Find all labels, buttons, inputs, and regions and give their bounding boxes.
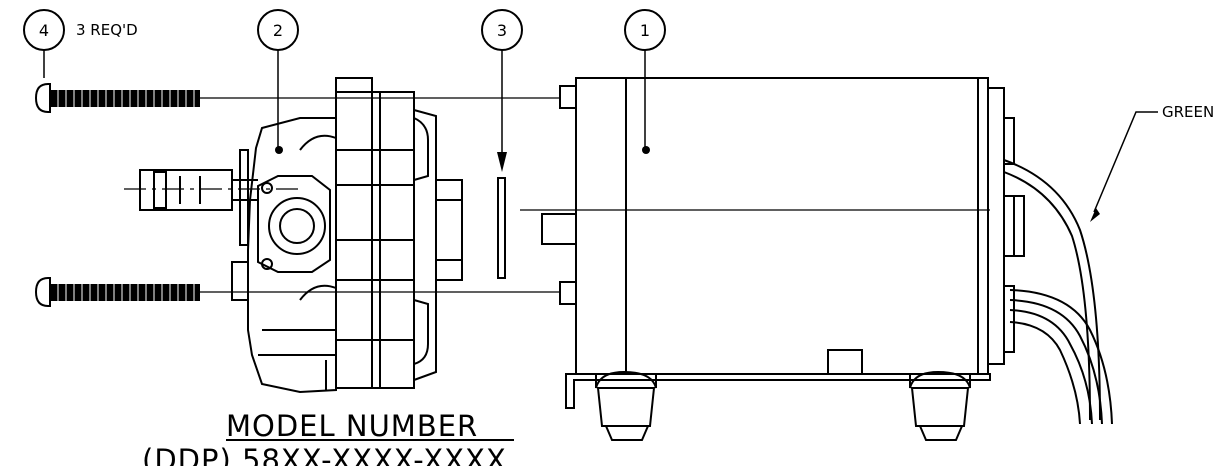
motor-wires: [1003, 159, 1113, 425]
svg-text:3: 3: [497, 21, 507, 40]
model-number-code: (DDP) 58XX-XXXX-XXXX: [142, 443, 507, 466]
svg-text:1: 1: [640, 21, 650, 40]
seal-ring: [497, 177, 506, 279]
pump-head: [139, 117, 337, 394]
svg-text:2: 2: [273, 21, 283, 40]
callout-4: 4: [23, 9, 65, 78]
screw-upper: [34, 83, 200, 113]
pump-body: [335, 77, 463, 389]
callout-3: 3: [481, 9, 523, 172]
svg-text:4: 4: [39, 21, 49, 40]
screw-lower: [34, 277, 200, 307]
callout-1: 1: [624, 9, 666, 154]
callout-4-quantity-note: 3 REQ'D: [76, 21, 138, 39]
green-wire-leader: [1090, 111, 1158, 222]
callout-2: 2: [257, 9, 299, 154]
green-wire-label: GREEN: [1162, 103, 1214, 121]
motor: [520, 77, 1025, 441]
model-number-heading: MODEL NUMBER: [226, 409, 478, 443]
